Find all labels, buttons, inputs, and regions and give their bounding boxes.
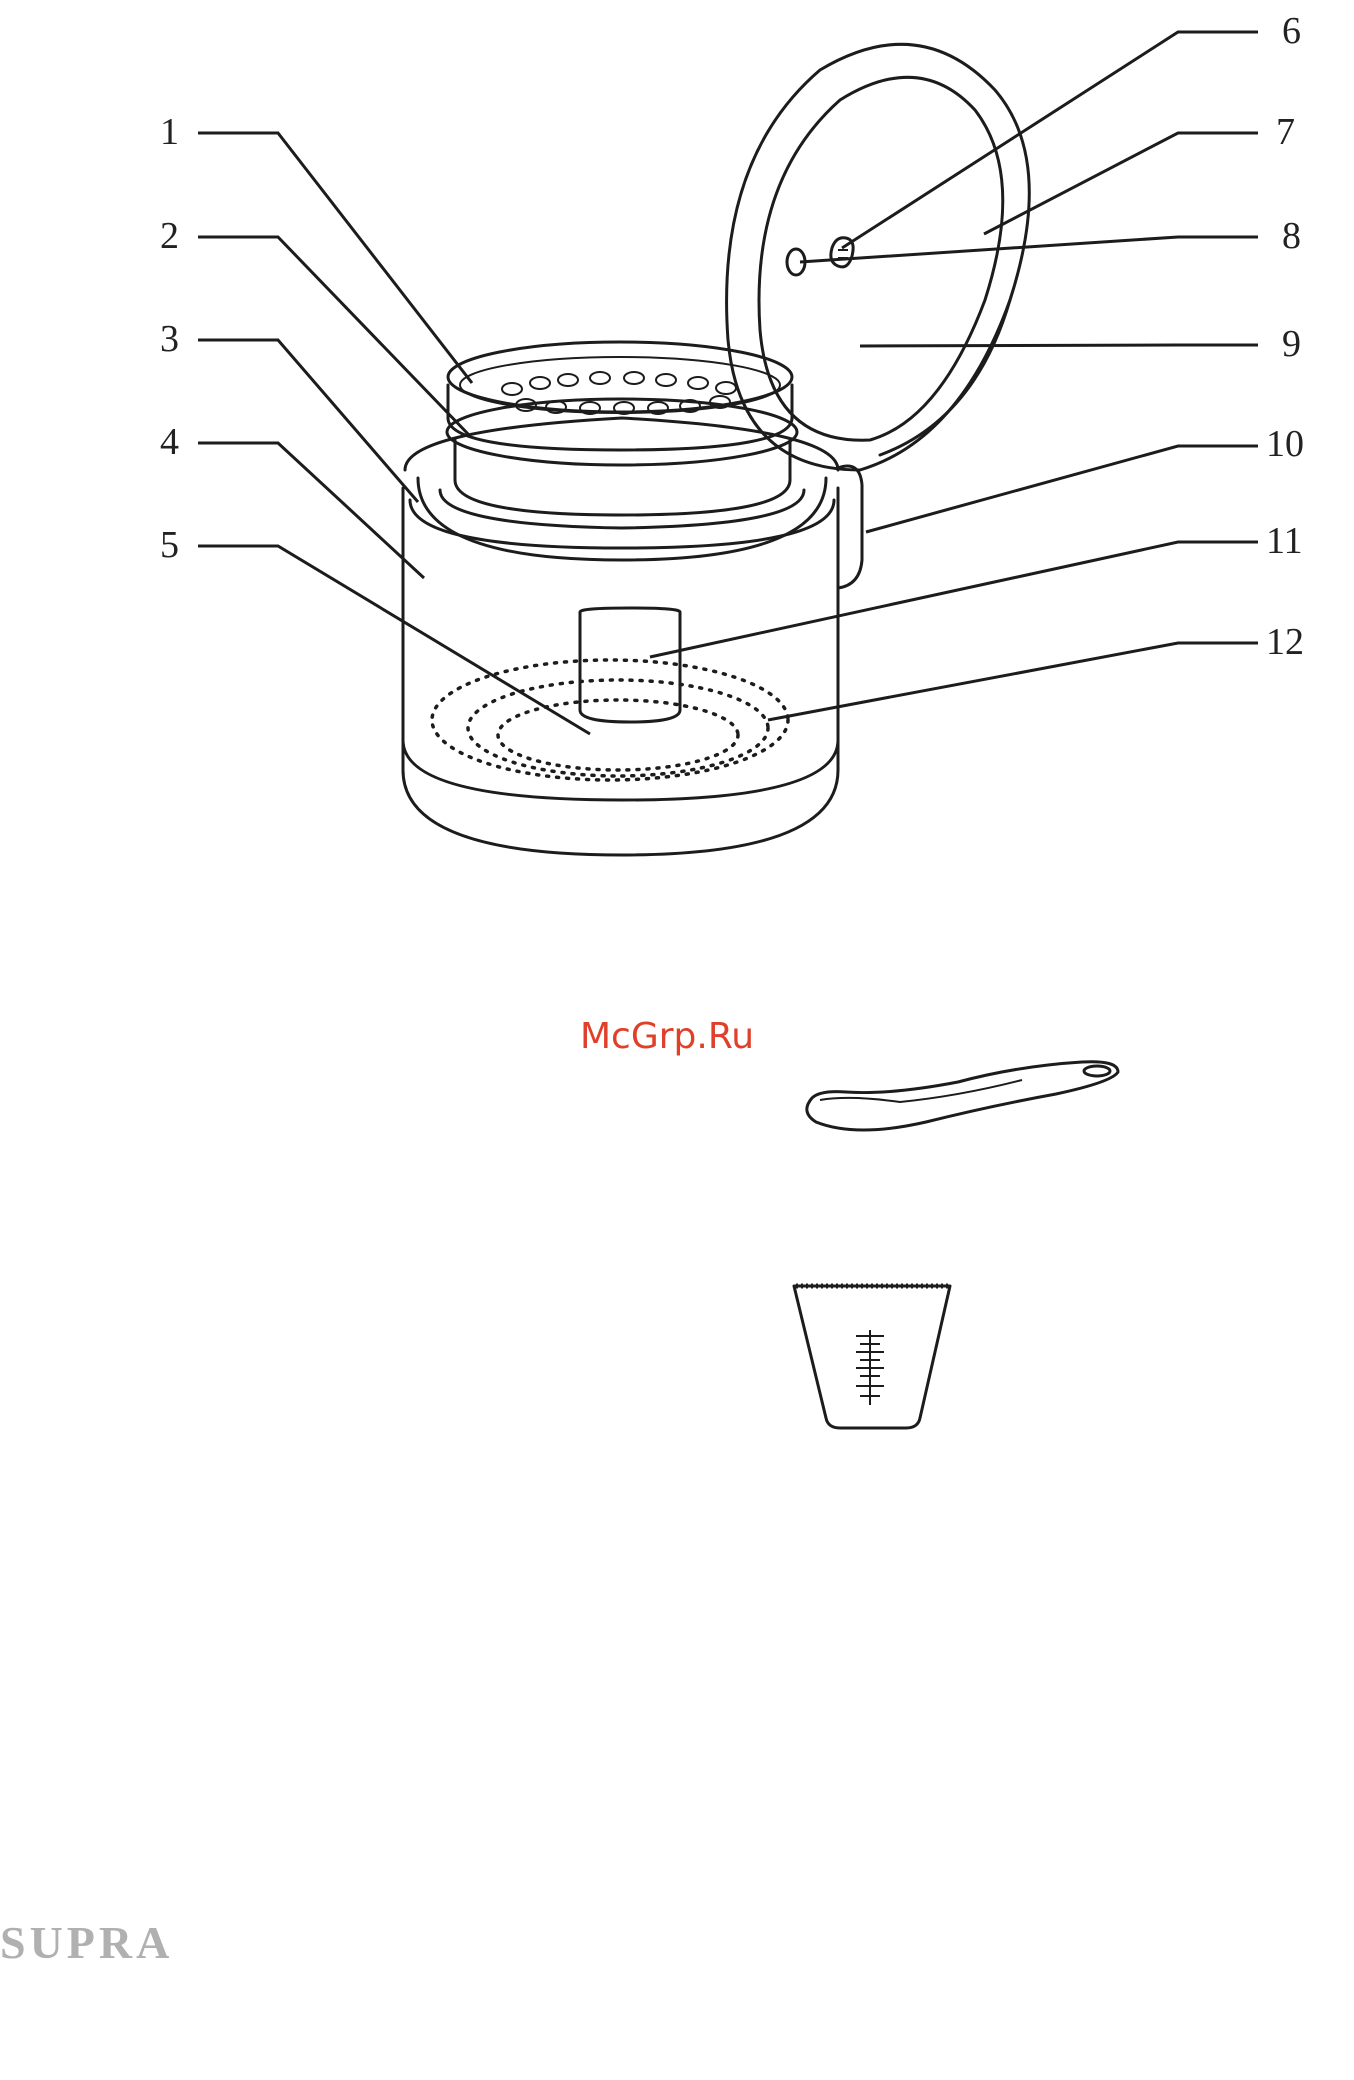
multicooker-illustration: 1 2 3 4 5 6 7 8 9 10 11 12: [160, 10, 1304, 855]
callout-6: 6: [1282, 10, 1301, 52]
callout-1: 1: [160, 111, 179, 153]
brand-logo: SUPRA: [0, 1917, 173, 1968]
measuring-cup-illustration: [794, 1286, 950, 1428]
callout-8: 8: [1282, 215, 1301, 257]
callout-10: 10: [1266, 423, 1304, 465]
callout-11: 11: [1266, 520, 1303, 562]
inner-pot: [447, 399, 797, 515]
hinge: [838, 466, 862, 588]
callout-5: 5: [160, 524, 179, 566]
callout-7: 7: [1276, 111, 1295, 153]
callout-2: 2: [160, 215, 179, 257]
watermark-text: McGrp.Ru: [580, 1016, 754, 1057]
callout-9: 9: [1282, 323, 1301, 365]
callout-numbers: 1 2 3 4 5 6 7 8 9 10 11 12: [160, 10, 1304, 663]
callout-4: 4: [160, 421, 179, 463]
rice-spoon-illustration: [807, 1062, 1118, 1130]
control-panel: [580, 608, 680, 722]
cooker-body: [403, 418, 838, 855]
callout-3: 3: [160, 318, 179, 360]
callout-12: 12: [1266, 621, 1304, 663]
